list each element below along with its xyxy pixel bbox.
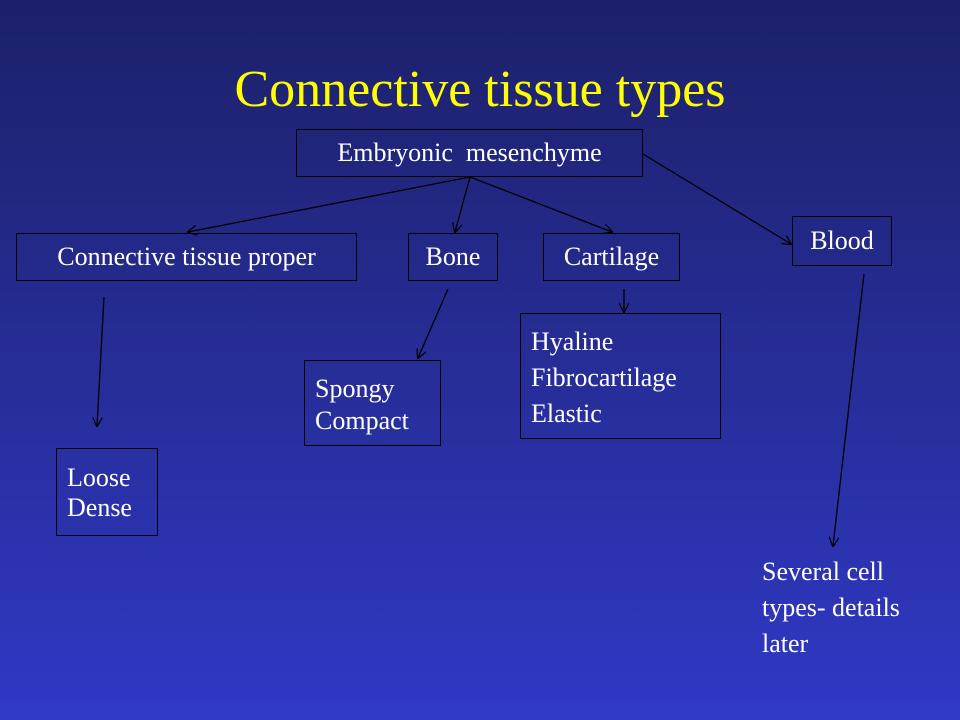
list-item: Fibrocartilage (531, 363, 677, 392)
list-item: Loose (67, 463, 131, 492)
node-embryonic-mesenchyme: Embryonic mesenchyme (296, 129, 643, 177)
blood-note: Several cell types- details later (762, 554, 900, 662)
node-connective-tissue-proper: Connective tissue proper (16, 233, 357, 281)
list-item: Compact (315, 406, 409, 435)
node-label: Connective tissue proper (57, 242, 316, 271)
node-label: Bone (425, 242, 481, 271)
node-label: Cartilage (563, 242, 660, 271)
node-bone: Bone (408, 233, 498, 281)
node-ctp-types: Loose Dense (56, 448, 158, 536)
slide-title: Connective tissue types (234, 61, 726, 118)
list-item: Hyaline (531, 327, 614, 356)
list-item: Several cell (762, 557, 884, 586)
list-item: Elastic (531, 399, 602, 428)
arrow-root-to-bone (455, 176, 471, 232)
node-bone-types: Spongy Compact (304, 360, 441, 446)
node-label: Embryonic mesenchyme (337, 138, 602, 167)
arrow-bone-to-children (418, 288, 449, 358)
arrow-root-to-ctp (188, 176, 471, 232)
arrow-blood-to-children (833, 273, 865, 546)
node-cartilage: Cartilage (543, 233, 680, 281)
node-label: Blood (810, 226, 874, 255)
list-item: types- details (762, 593, 900, 622)
node-blood: Blood (792, 216, 892, 266)
list-item: later (762, 629, 809, 658)
node-cartilage-types: Hyaline Fibrocartilage Elastic (520, 313, 721, 439)
arrow-ctp-to-children (97, 296, 105, 426)
list-item: Dense (67, 493, 132, 522)
list-item: Spongy (315, 374, 395, 403)
arrow-root-to-cartilage (469, 176, 612, 232)
arrow-root-to-blood (642, 153, 791, 244)
